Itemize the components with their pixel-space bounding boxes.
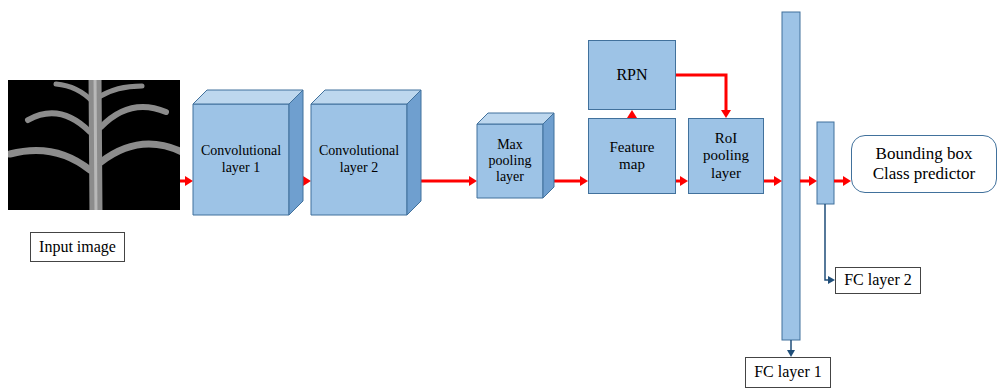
arrow-head (580, 176, 588, 186)
cube-face (311, 90, 421, 104)
flow-connector (676, 75, 731, 118)
node-text: Convolutional layer 1 (196, 143, 286, 175)
roi-pooling-box: RoI pooling layer (688, 118, 764, 194)
flow-connector (421, 176, 477, 186)
arrow-head (680, 176, 688, 186)
image-label: Input image (30, 232, 125, 262)
cube-face (477, 113, 554, 124)
flow-connector (627, 110, 637, 118)
conv-layer-cube: Convolutional layer 1 (193, 104, 289, 215)
cube-face (193, 90, 303, 104)
feature-map-box: Feature map (588, 118, 676, 194)
connector-line (676, 75, 726, 111)
cube-face (289, 90, 303, 215)
cube-face (407, 90, 421, 215)
node-text: FC layer 2 (844, 271, 912, 289)
leader-lines (787, 204, 835, 357)
node-text: Max pooling layer (480, 137, 540, 185)
pooling-layer-cube: Max pooling layer (477, 124, 543, 198)
connector-line (554, 180, 581, 183)
node-text: Input image (39, 238, 116, 256)
layer-label: FC layer 2 (835, 267, 921, 294)
fc-bar (817, 122, 834, 204)
conv-layer-cube: Convolutional layer 2 (311, 104, 407, 215)
connector-line (421, 180, 470, 183)
cube-face (477, 124, 543, 198)
node-text: RPN (616, 66, 647, 84)
node-text: Bounding box Class predictor (864, 144, 984, 183)
arrow-head (627, 110, 637, 118)
cube-face (543, 113, 554, 198)
layer-label: FC layer 1 (745, 357, 831, 388)
rpn-box: RPN (588, 40, 676, 110)
node-text: Convolutional layer 2 (314, 143, 404, 175)
cube-face (193, 104, 289, 215)
node-text: RoI pooling layer (691, 130, 761, 182)
node-text: Feature map (602, 139, 662, 174)
arrow-head (721, 110, 731, 118)
arrow-head (469, 176, 477, 186)
flow-connector (554, 176, 588, 186)
cube-face (311, 104, 407, 215)
arrow-head (303, 176, 311, 186)
plant-picture (10, 80, 180, 210)
flow-connector (676, 176, 688, 186)
node-text: FC layer 1 (754, 363, 822, 381)
fc-bar (782, 12, 800, 340)
output-box: Bounding box Class predictor (851, 135, 997, 193)
flow-connector (303, 176, 311, 186)
